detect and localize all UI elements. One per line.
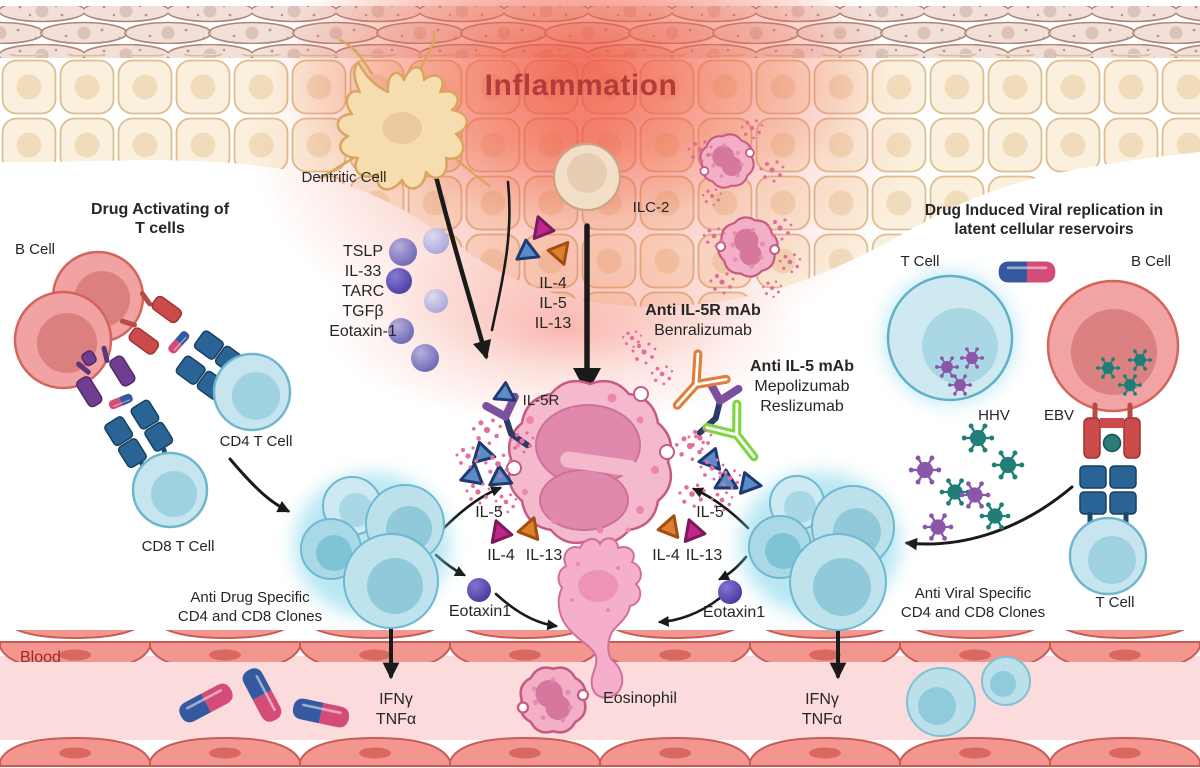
free-virus-particles	[907, 422, 1026, 542]
cd4-t-cell-label: CD4 T Cell	[219, 433, 293, 450]
mhc-tcr-complex-cd8	[76, 345, 174, 475]
il4-left-label: IL-4	[487, 547, 515, 564]
anti-drug-clones-line2: CD4 and CD8 Clones	[177, 608, 323, 625]
ilc2-cytokines-list: IL-4 IL-5 IL-13	[535, 274, 571, 334]
anti-il5-antibody-green	[702, 399, 759, 462]
epithelial-mediators-list: TSLP IL-33 TARC TGFβ Eotaxin-1	[329, 242, 397, 342]
il13-right-label: IL-13	[685, 547, 723, 564]
anti-il5r-mab-line2: Benralizumab	[654, 322, 752, 339]
right-effectors-label: IFNγ TNFα	[802, 690, 842, 730]
il5r-label: IL-5R	[522, 392, 560, 409]
anti-drug-clone-cluster	[294, 473, 450, 629]
il13-left-label: IL-13	[525, 547, 563, 564]
drug-capsule-top	[997, 260, 1057, 284]
right-heading-line2: latent cellular reservoirs	[954, 221, 1134, 238]
left-heading-line2: T cells	[135, 220, 185, 237]
arrows	[228, 153, 1074, 680]
left-heading-line1: Drug Activating of	[90, 201, 230, 218]
anti-il5-mab-line3: Reslizumab	[760, 398, 844, 415]
right-heading-line1: Drug Induced Viral replication in	[924, 202, 1164, 219]
right-t-cell-bottom	[1068, 516, 1148, 596]
endothelium-bottom	[0, 736, 1200, 768]
ilc2-arrowhead	[573, 368, 601, 394]
right-tnfa: TNFα	[801, 711, 843, 728]
anti-viral-clones-line2: CD4 and CD8 Clones	[900, 604, 1046, 621]
anti-il5-mab-label: Anti IL-5 mAb Mepolizumab Reslizumab	[750, 357, 854, 417]
right-t-cell-bottom-label: T Cell	[1095, 594, 1135, 611]
ilc2-label: ILC-2	[632, 199, 670, 216]
eotaxin-left-label: Eotaxin1	[448, 603, 512, 620]
ilc2-il4: IL-4	[539, 275, 567, 292]
anti-il5r-mab-label: Anti IL-5R mAb Benralizumab	[645, 301, 761, 341]
anti-il5-mab-line1: Anti IL-5 mAb	[750, 358, 854, 375]
right-ifng: IFNγ	[805, 691, 839, 708]
cd8-t-cell	[131, 451, 209, 529]
right-b-cell-label: B Cell	[1130, 253, 1172, 270]
ilc2-cell	[552, 142, 622, 212]
blood-label: Blood	[20, 649, 61, 666]
anti-drug-clones-label: Anti Drug Specific CD4 and CD8 Clones	[178, 588, 322, 626]
eotaxin-sphere-left	[467, 578, 491, 602]
dendritic-cell-label: Dentritic Cell	[301, 169, 387, 186]
anti-drug-clones-line1: Anti Drug Specific	[190, 589, 310, 606]
ilc2-il5: IL-5	[539, 295, 567, 312]
anti-viral-clones-line1: Anti Viral Specific	[914, 585, 1032, 602]
il4-right-label: IL-4	[652, 547, 680, 564]
left-b-cell-label: B Cell	[14, 241, 56, 258]
blood-vessel	[0, 630, 1200, 768]
mediator-il33: IL-33	[344, 263, 382, 280]
t-cells-in-blood	[906, 656, 1031, 737]
dendritic-cell	[318, 30, 492, 191]
eotaxin-right-label: Eotaxin1	[702, 604, 766, 621]
ebv-label: EBV	[1043, 407, 1075, 424]
hhv-label: HHV	[978, 407, 1010, 424]
right-t-cell-latent	[884, 272, 1016, 404]
inflammation-title: Inflammation	[484, 69, 678, 102]
migrating-eosinophil	[557, 537, 642, 699]
anti-viral-clones-label: Anti Viral Specific CD4 and CD8 Clones	[901, 584, 1045, 622]
eosinophil-label: Eosinophil	[603, 690, 677, 707]
right-heading: Drug Induced Viral replication in latent…	[925, 201, 1163, 239]
mediator-tslp: TSLP	[342, 243, 383, 260]
ilc2-il13: IL-13	[534, 315, 572, 332]
left-tnfa: TNFα	[375, 711, 417, 728]
anti-il5r-mab-line1: Anti IL-5R mAb	[645, 302, 761, 319]
cd8-t-cell-label: CD8 T Cell	[141, 538, 215, 555]
ebv-mhc-tcr-complex	[1079, 402, 1141, 533]
anti-viral-clone-cluster	[740, 472, 900, 631]
il5-left-label: IL-5	[475, 504, 503, 521]
cd4-t-cell	[212, 352, 292, 432]
anti-il5-mab-line2: Mepolizumab	[754, 378, 850, 395]
left-b-cells	[13, 250, 145, 390]
mediator-tgfb: TGFβ	[342, 303, 384, 320]
anti-il5r-antibody-orange	[672, 349, 731, 410]
left-effectors-label: IFNγ TNFα	[376, 690, 416, 730]
left-ifng: IFNγ	[379, 691, 413, 708]
left-heading: Drug Activating of T cells	[91, 200, 229, 238]
mediator-tarc: TARC	[341, 283, 385, 300]
right-t-cell-top-label: T Cell	[900, 253, 940, 270]
right-b-cell-latent	[1046, 279, 1180, 413]
central-eosinophil	[506, 379, 675, 545]
mediator-eotaxin1: Eotaxin-1	[329, 323, 397, 340]
il5-right-label: IL-5	[696, 504, 724, 521]
epithelial-cytokine-spheres	[386, 228, 449, 372]
eotaxin-sphere-right	[718, 580, 742, 604]
